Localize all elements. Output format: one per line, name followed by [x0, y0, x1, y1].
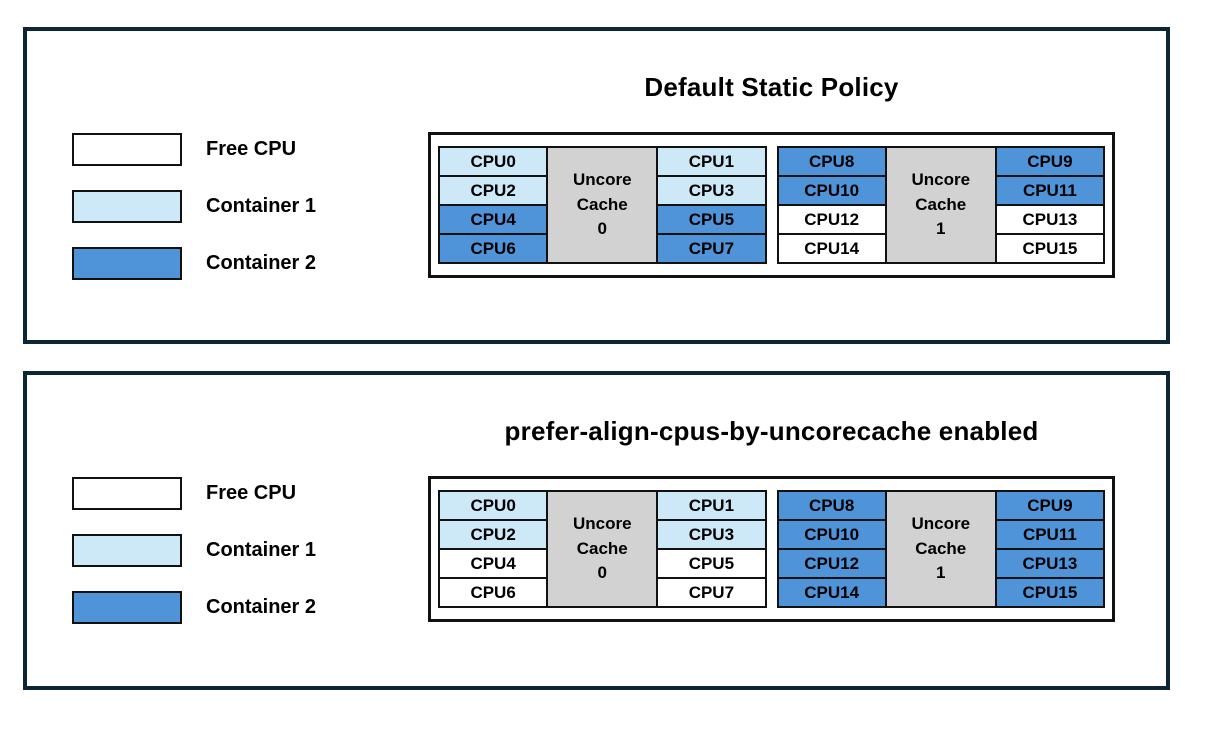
cpu-cell-cpu14: CPU14: [776, 577, 887, 608]
cpu-cell-cpu3: CPU3: [656, 519, 767, 550]
legend-swatch-container2: [72, 247, 182, 280]
cpu-cell-cpu3: CPU3: [656, 175, 767, 206]
uncore-cache-box-1: Uncore Cache 1: [884, 146, 997, 264]
cpu-cell-cpu12: CPU12: [776, 204, 887, 235]
uncore-cache-box-0: Uncore Cache 0: [546, 490, 659, 608]
cpu-cell-cpu14: CPU14: [776, 233, 887, 264]
cpu-cell-cpu6: CPU6: [438, 577, 549, 608]
cpu-cell-cpu2: CPU2: [438, 175, 549, 206]
legend-item-free: Free CPU: [72, 133, 316, 166]
legend-swatch-container2: [72, 591, 182, 624]
uncore-cache-box-1: Uncore Cache 1: [884, 490, 997, 608]
cpu-cell-cpu5: CPU5: [656, 204, 767, 235]
cpu-cell-cpu13: CPU13: [994, 548, 1105, 579]
legend-swatch-free: [72, 133, 182, 166]
cpu-cell-cpu11: CPU11: [994, 175, 1105, 206]
cpu-cell-cpu7: CPU7: [656, 233, 767, 264]
cpu-cell-cpu7: CPU7: [656, 577, 767, 608]
legend-item-container2: Container 2: [72, 247, 316, 280]
legend-swatch-container1: [72, 190, 182, 223]
legend-item-container1: Container 1: [72, 534, 316, 567]
cpu-cell-cpu0: CPU0: [438, 490, 549, 521]
legend-label-container2: Container 2: [206, 252, 317, 274]
uncore-cache-box-0: Uncore Cache 0: [546, 146, 659, 264]
cpu-cell-cpu10: CPU10: [776, 519, 887, 550]
cpu-cell-cpu15: CPU15: [994, 577, 1105, 608]
cpu-cell-cpu2: CPU2: [438, 519, 549, 550]
legend-swatch-free: [72, 477, 182, 510]
cpu-cell-cpu15: CPU15: [994, 233, 1105, 264]
legend-item-container1: Container 1: [72, 190, 316, 223]
cpu-cell-cpu10: CPU10: [776, 175, 887, 206]
policy-panel-default-static: Default Static Policy Free CPU Container …: [23, 27, 1170, 344]
cpu-cell-cpu1: CPU1: [656, 146, 767, 177]
legend: Free CPU Container 1 Container 2: [72, 477, 316, 624]
cpu-cell-cpu4: CPU4: [438, 548, 549, 579]
cpu-cell-cpu9: CPU9: [994, 146, 1105, 177]
legend-swatch-container1: [72, 534, 182, 567]
cpu-cell-cpu11: CPU11: [994, 519, 1105, 550]
cpu-cell-cpu4: CPU4: [438, 204, 549, 235]
cpu-cell-cpu8: CPU8: [776, 146, 887, 177]
legend-label-container1: Container 1: [206, 195, 317, 217]
cpu-cell-cpu12: CPU12: [776, 548, 887, 579]
legend-item-container2: Container 2: [72, 591, 316, 624]
cpu-cell-cpu9: CPU9: [994, 490, 1105, 521]
cpu-cell-cpu13: CPU13: [994, 204, 1105, 235]
legend-label-container2: Container 2: [206, 596, 317, 618]
cpu-cell-cpu6: CPU6: [438, 233, 549, 264]
panel-title: Default Static Policy: [644, 72, 899, 102]
legend-label-container1: Container 1: [206, 539, 317, 561]
cpu-cell-cpu0: CPU0: [438, 146, 549, 177]
legend-item-free: Free CPU: [72, 477, 316, 510]
legend: Free CPU Container 1 Container 2: [72, 133, 316, 280]
cpu-cell-cpu1: CPU1: [656, 490, 767, 521]
policy-panel-uncorecache-aligned: prefer-align-cpus-by-uncorecache enabled…: [23, 371, 1170, 690]
cpu-cell-cpu5: CPU5: [656, 548, 767, 579]
cpu-cell-cpu8: CPU8: [776, 490, 887, 521]
legend-label-free: Free CPU: [206, 482, 297, 504]
panel-title: prefer-align-cpus-by-uncorecache enabled: [504, 416, 1039, 446]
legend-label-free: Free CPU: [206, 138, 297, 160]
